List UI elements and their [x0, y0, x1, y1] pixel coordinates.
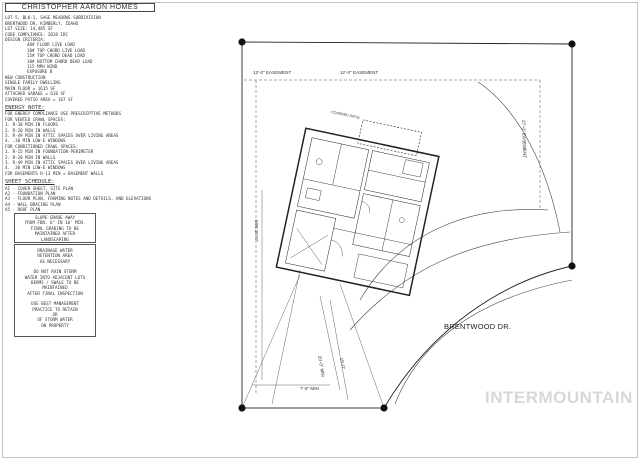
setback-label-front-2: 15'-0": [339, 357, 346, 370]
patio-label: COVERED PATIO: [331, 110, 360, 120]
setback-label-bottom: 7'-6" MIN: [300, 386, 319, 391]
construction-line: ATTACHED GARAGE = 618 SF: [5, 91, 66, 97]
drainage-line: DO NOT RAIN STORM: [33, 269, 77, 275]
slope-line: FROM FDN. 6" IN 10' MIN.: [24, 220, 86, 226]
corner-markers: [238, 38, 576, 412]
lot-line: LOT-5, BLK-1, SAGE MEADOWS SUBDIVISION: [5, 15, 101, 21]
energy-line: 4. .30 MIN LOW-E WINDOWS: [5, 138, 66, 144]
lot-line: CODE COMPLIANCE: 2018 IRC: [5, 31, 69, 37]
energy-line: 1. R-38 MIN IN FLOORS: [5, 122, 58, 128]
drainage-line: BERMS / SWALE TO BE: [31, 280, 79, 286]
criteria-line: 115 MPH WIND: [27, 64, 58, 70]
easement-label-top-left: 12'-0" EASEMENT: [253, 70, 291, 75]
slope-line: MAINTAINED AFTER: [34, 231, 76, 237]
street-name-label: BRENTWOOD DR.: [444, 322, 512, 331]
drainage-line: AS NECESSARY: [39, 258, 71, 264]
plan-text: 12'-0" EASEMENT 12'-0" EASEMENT 27'-0" E…: [253, 70, 527, 391]
easement-label-right: 27'-0" EASEMENT: [521, 120, 527, 159]
setback-label-front-1: 20'-0" MIN: [317, 355, 326, 377]
construction-line: COVERED PATIO AREA = 167 SF: [5, 96, 74, 102]
setback-label-left: MIN 15'-0": [254, 220, 259, 242]
energy-line: 4. .30 MIN LOW-E WINDOWS: [5, 165, 66, 171]
energy-line: 3. R-49 MIN IN ATTIC SPACES OVER LIVING …: [5, 132, 119, 138]
lot-line: BRENTWOOD DR, KIMBERLY, IDAHO: [5, 20, 79, 26]
energy-line: 1. R-15 MIN IN FOUNDATION PERIMETER: [5, 149, 94, 155]
drainage-line: AFTER FINAL INSPECTION: [27, 290, 83, 296]
criteria-line: 40# FLOOR LIVE LOAD: [27, 42, 75, 48]
criteria-line: 10# BOTTOM CHORD DEAD LOAD: [27, 58, 93, 64]
construction-line: NEW CONSTRUCTION: [5, 74, 46, 80]
sheet-line: A5 - ROOF PLAN: [5, 207, 41, 213]
energy-line: FOR BASEMENTS R-13 MIN = BASEMENT WALLS: [5, 170, 104, 176]
slope-line: SLOPE GRADE AWAY: [34, 215, 76, 220]
drainage-line: RETENTION AREA: [37, 253, 73, 259]
lot-line: LOT SIZE: 14,485 SF: [5, 26, 53, 32]
title-block: CHRISTOPHER AARON HOMES LOT-5, BLK-1, SA…: [5, 3, 155, 213]
lot-line: DESIGN CRITERIA:: [5, 37, 46, 43]
curb-curves: [349, 81, 573, 405]
energy-heading: ENERGY NOTE:: [5, 104, 45, 111]
sheet-line: A4 - WALL BRACING PLAN: [5, 201, 61, 207]
house-footprint: [275, 119, 440, 297]
energy-line: FOR ENERGY COMPLIANCE USE PRESCRIPTIVE M…: [5, 111, 121, 117]
sheet-schedule: A1 - COVER SHEET, SITE PLAN A2 - FOUNDAT…: [5, 186, 155, 213]
criteria-line: 15# TOP CHORD DEAD LOAD: [27, 53, 85, 59]
lot-info: LOT-5, BLK-1, SAGE MEADOWS SUBDIVISION B…: [5, 15, 155, 42]
slope-line: LANDSCAPING: [41, 236, 69, 242]
construction-line: SINGLE FAMILY DWELLING: [5, 80, 61, 86]
energy-line: 2. R-20 MIN IN WALLS: [5, 127, 56, 133]
sheet-schedule-heading: SHEET SCHEDULE:: [5, 179, 55, 186]
property-lines: [241, 41, 573, 409]
criteria-line: 10# TOP CHORD LIVE LOAD: [27, 47, 85, 53]
construction-line: MAIN FLOOR = 1615 SF: [5, 85, 56, 91]
energy-line: FOR VENTED CRAWL SPACES:: [5, 116, 66, 122]
slope-grade-note: SLOPE GRADE AWAY FROM FDN. 6" IN 10' MIN…: [14, 213, 96, 243]
design-criteria: 40# FLOOR LIVE LOAD 10# TOP CHORD LIVE L…: [5, 42, 155, 74]
construction-info: NEW CONSTRUCTION SINGLE FAMILY DWELLING …: [5, 75, 155, 102]
drainage-line: OF STORM WATER: [37, 317, 73, 323]
dimension-lines: [241, 190, 385, 409]
criteria-line: EXPOSURE B: [27, 69, 53, 75]
energy-line: 2. R-20 MIN IN WALLS: [5, 154, 56, 160]
slope-line: FINAL GRADING TO BE: [31, 225, 79, 231]
easement-label-top-right: 12'-0" EASEMENT: [340, 70, 378, 75]
sheet-line: A3 - FLOOR PLAN, FRAMING NOTES AND DETAI…: [5, 196, 152, 202]
drainage-line: USE BEST MANAGEMENT: [31, 301, 79, 307]
energy-line: FOR CONDITIONED CRAWL SPACES:: [5, 143, 79, 149]
drainage-line: DRAINAGE WATER: [37, 248, 73, 253]
drainage-line: MAINTAINED: [42, 285, 68, 291]
drainage-line: OR: [52, 312, 58, 318]
drainage-line: PRACTICE TO RETAIN: [32, 306, 78, 312]
sheet-line: A2 - FOUNDATION PLAN: [5, 191, 56, 196]
energy-line: 3. R-49 MIN IN ATTIC SPACES OVER LIVING …: [5, 159, 119, 165]
watermark-logo-text: INTERMOUNTAIN: [485, 388, 633, 407]
company-name: CHRISTOPHER AARON HOMES: [5, 3, 155, 13]
drainage-line: ON PROPERTY: [41, 322, 69, 328]
energy-notes: FOR ENERGY COMPLIANCE USE PRESCRIPTIVE M…: [5, 111, 155, 176]
drainage-note: DRAINAGE WATER RETENTION AREA AS NECESSA…: [14, 244, 96, 337]
sheet-line: A1 - COVER SHEET, SITE PLAN: [5, 185, 74, 191]
drainage-line: WATER INTO ADJACENT LOTS: [24, 274, 86, 280]
easement-lines: [244, 79, 541, 395]
